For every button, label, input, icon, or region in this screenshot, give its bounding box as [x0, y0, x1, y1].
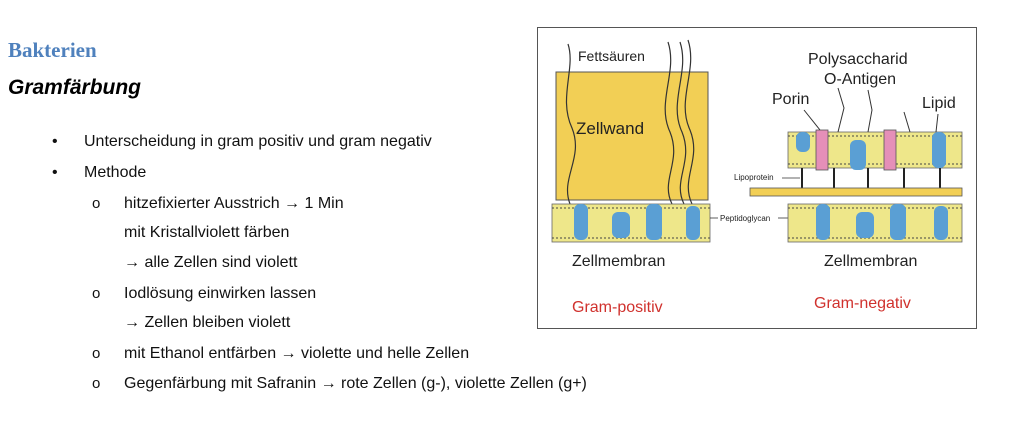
- label-zellmembran-left: Zellmembran: [572, 253, 665, 270]
- membrane-protein: [574, 204, 588, 240]
- step-3: mit Ethanol entfärben → violette und hel…: [124, 345, 470, 362]
- outer-membrane-protein: [932, 132, 946, 168]
- polysaccharide-chain: [867, 89, 873, 133]
- bullet-dot: •: [52, 133, 58, 150]
- membrane-protein: [816, 204, 830, 240]
- lipid-pointer: [935, 113, 939, 133]
- cell-wall-diagram: Fettsäuren Zellwand Polysaccharid O-Anti…: [537, 27, 977, 329]
- sub-bullet-marker: o: [92, 345, 101, 362]
- label-peptidoglycan: Peptidoglycan: [720, 214, 770, 223]
- membrane-protein: [612, 212, 630, 238]
- label-polysaccharid: Polysaccharid: [808, 51, 908, 68]
- label-lipid: Lipid: [922, 95, 956, 112]
- bullet-text-methode: Methode: [84, 164, 147, 181]
- heading-gramfaerbung: Gramfärbung: [8, 76, 142, 99]
- sub-bullet-marker: o: [92, 375, 101, 392]
- step-1-line-2: mit Kristallviolett färben: [124, 224, 290, 241]
- lipoprotein-anchors: [801, 168, 941, 188]
- step-4: Gegenfärbung mit Safranin → rote Zellen …: [124, 375, 587, 392]
- fatty-acid-line: [676, 41, 687, 205]
- step-1-line-3: → alle Zellen sind violett: [124, 254, 298, 271]
- polysaccharide-chain: [837, 87, 845, 133]
- fatty-acid-line: [664, 41, 675, 205]
- label-lipoprotein: Lipoprotein: [734, 173, 774, 182]
- label-gram-positiv: Gram-positiv: [572, 299, 663, 316]
- membrane-protein: [934, 206, 948, 240]
- porin-protein: [883, 129, 897, 171]
- label-porin: Porin: [772, 91, 809, 108]
- porin-pointer: [803, 109, 821, 131]
- membrane-protein: [856, 212, 874, 238]
- sub-bullet-marker: o: [92, 285, 101, 302]
- step-2-line-1: Iodlösung einwirken lassen: [124, 285, 317, 302]
- thin-peptidoglycan-layer: [749, 187, 963, 197]
- label-zellmembran-right: Zellmembran: [824, 253, 917, 270]
- outer-membrane-protein: [850, 140, 866, 170]
- porin-protein: [815, 129, 829, 171]
- fatty-acid-line: [684, 39, 695, 205]
- label-o-antigen: O-Antigen: [824, 71, 896, 88]
- bullet-dot: •: [52, 164, 58, 181]
- membrane-protein: [646, 204, 662, 240]
- polysaccharide-chain: [903, 111, 911, 133]
- membrane-protein: [686, 206, 700, 240]
- gram-positive-cell-wall: [555, 71, 709, 201]
- diagram-canvas: Fettsäuren Zellwand Polysaccharid O-Anti…: [551, 39, 963, 316]
- heading-bakterien: Bakterien: [8, 38, 97, 62]
- sub-bullet-marker: o: [92, 195, 101, 212]
- step-2-line-2: → Zellen bleiben violett: [124, 314, 291, 331]
- label-zellwand: Zellwand: [576, 119, 644, 138]
- fatty-acid-line: [565, 43, 577, 205]
- outer-membrane-protein: [796, 132, 810, 152]
- membrane-protein: [890, 204, 906, 240]
- bullet-text-unterscheidung: Unterscheidung in gram positiv und gram …: [84, 133, 432, 150]
- label-fettsaeuren: Fettsäuren: [578, 48, 645, 64]
- step-1-line-1: hitzefixierter Ausstrich → 1 Min: [124, 195, 344, 212]
- label-gram-negativ: Gram-negativ: [814, 295, 911, 312]
